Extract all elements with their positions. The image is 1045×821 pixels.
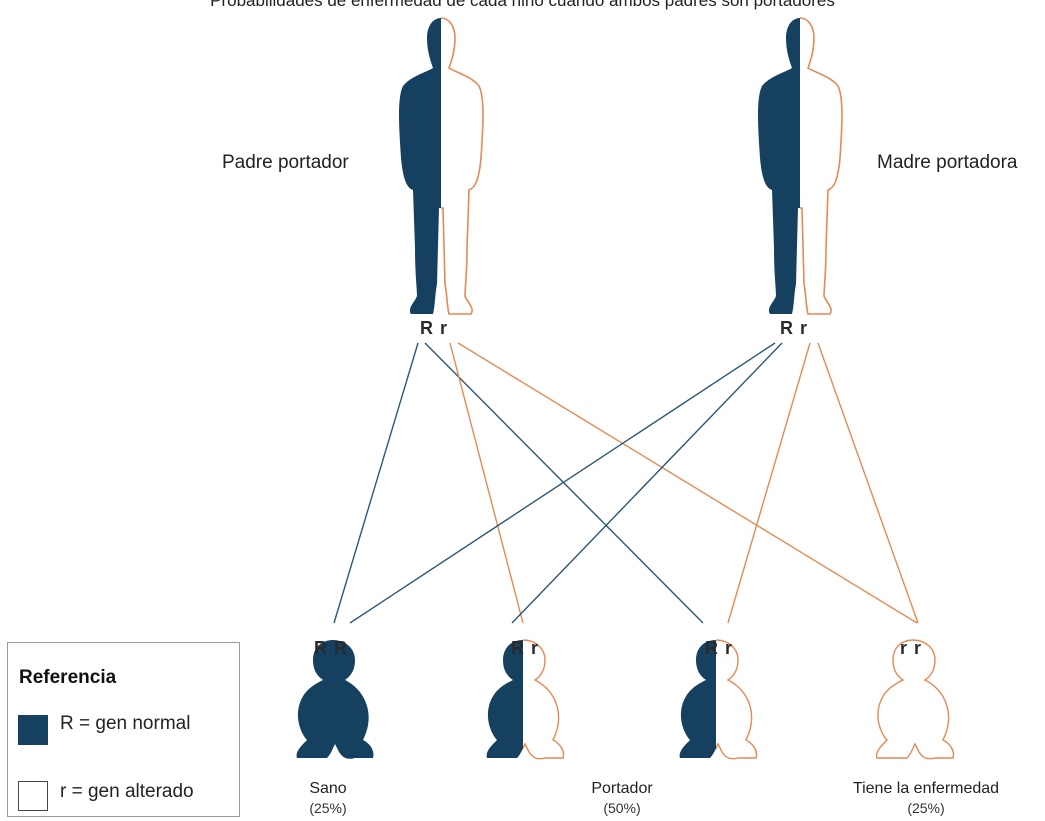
line-father-R-to-child1 (333, 342, 419, 624)
child-3-alleles: R r (705, 638, 734, 658)
outcome-healthy-label: Sano (309, 780, 347, 797)
line-father-r-to-child4 (457, 342, 918, 624)
outcome-affected-label: Tiene la enfermedad (852, 780, 1000, 797)
father-alleles: R r (420, 318, 449, 338)
legend-normal-text: R = gen normal (60, 713, 191, 734)
outcome-carrier: Portador (50%) (562, 780, 682, 816)
legend-altered-text: r = gen alterado (60, 781, 194, 802)
mother-label: Madre portadora (877, 152, 1018, 173)
outcome-healthy: Sano (25%) (278, 780, 378, 816)
legend-box: Referencia R = gen normal r = gen altera… (7, 642, 240, 817)
legend-altered-swatch (18, 781, 48, 811)
line-mother-r-to-child4 (817, 342, 919, 624)
outcome-affected-percent: (25%) (907, 800, 945, 816)
line-mother-R-to-child2 (511, 342, 783, 624)
legend-title: Referencia (19, 667, 117, 688)
line-father-r-to-child2 (449, 342, 524, 624)
outcome-affected: Tiene la enfermedad (25%) (826, 780, 1026, 816)
line-mother-r-to-child3 (727, 342, 811, 624)
child-4-alleles: r r (900, 638, 923, 658)
mother-alleles: R r (780, 318, 809, 338)
line-father-R-to-child3 (424, 342, 704, 624)
father-figure (399, 17, 484, 315)
diagram-title: Probabilidades de enfermedad de cada niñ… (210, 0, 835, 10)
line-mother-R-to-child1 (349, 342, 776, 624)
legend-normal-swatch (18, 715, 48, 745)
mother-figure (758, 17, 843, 315)
outcome-carrier-label: Portador (591, 780, 653, 797)
child-2-alleles: R r (511, 638, 540, 658)
child-1-alleles: R R (314, 638, 348, 658)
outcome-carrier-percent: (50%) (603, 800, 641, 816)
father-label: Padre portador (222, 152, 349, 173)
outcome-healthy-percent: (25%) (309, 800, 347, 816)
